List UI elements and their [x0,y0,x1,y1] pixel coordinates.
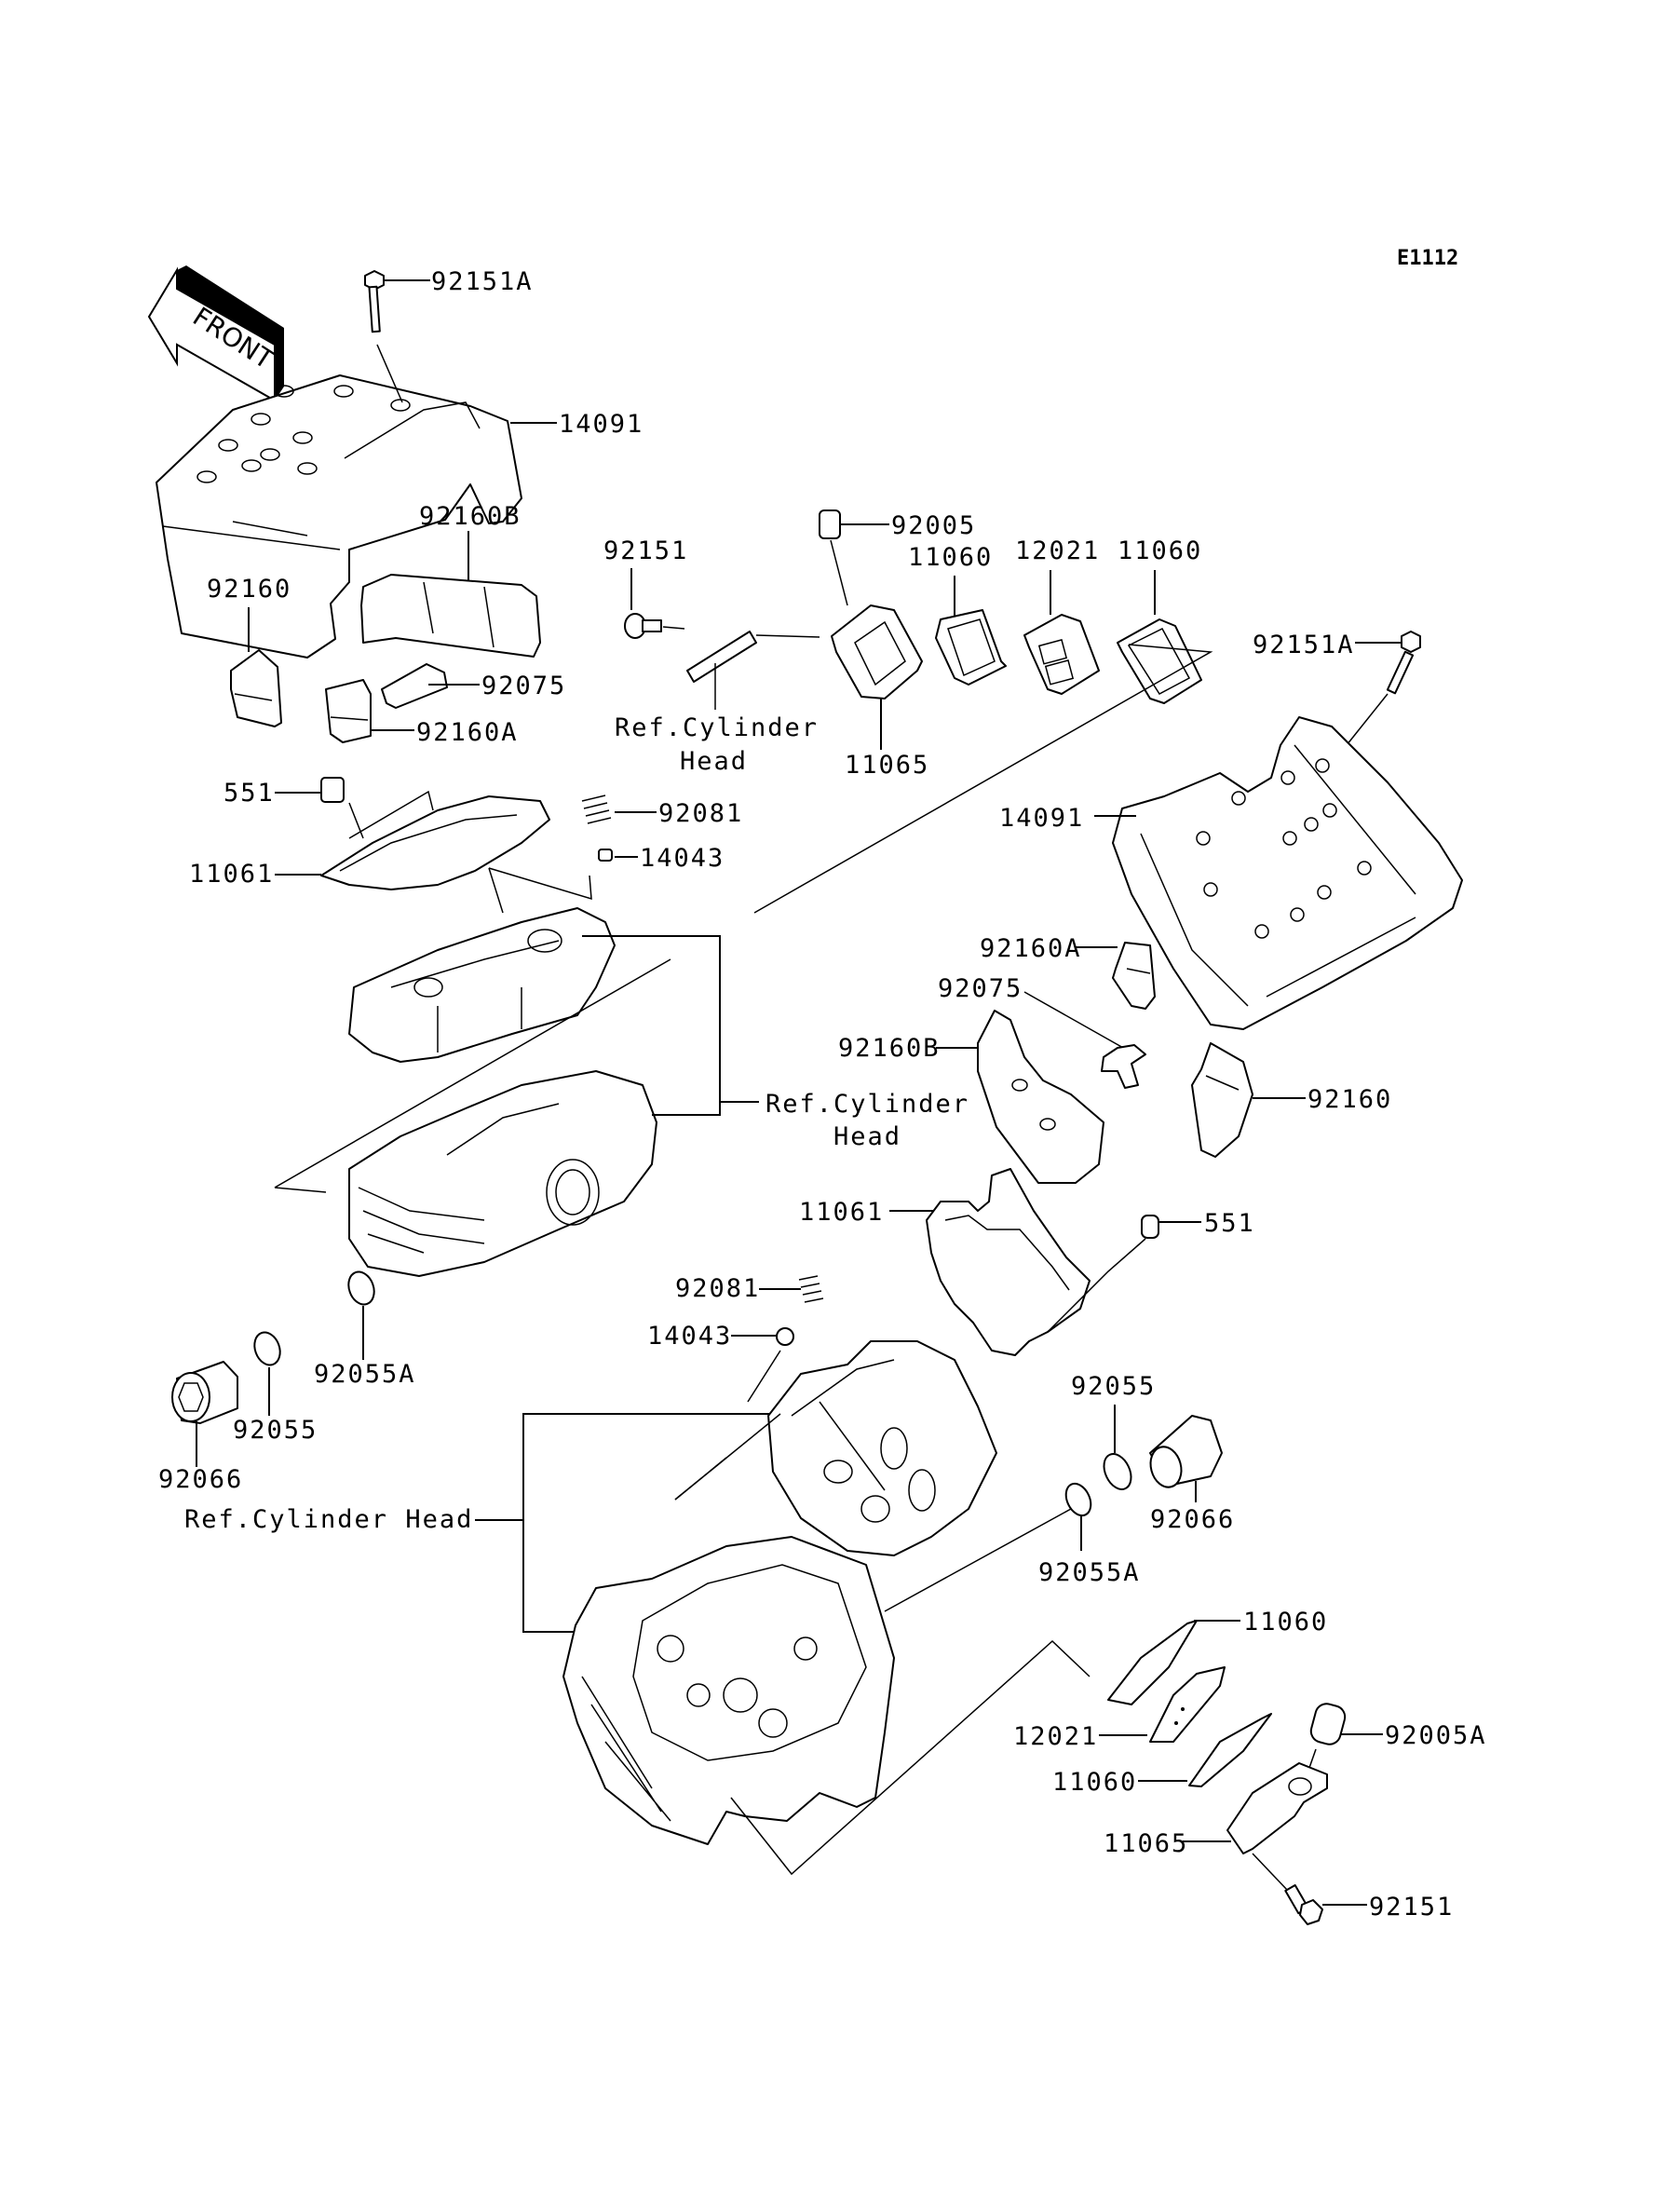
callout-92151A: 92151A [431,267,534,296]
callout-12021: 12021 [1015,536,1100,565]
callout-92160A: 92160A [416,718,519,747]
part-12021-lower[interactable] [1149,1666,1226,1743]
part-92055A-left[interactable] [345,1269,379,1309]
callout-92151A-right: 92151A [1253,631,1355,659]
part-92151-upper[interactable] [624,613,662,639]
callout-11060-lower-b: 11060 [1052,1768,1137,1797]
cylinder-head-cover-right [767,1340,997,1556]
ref-pipe-upper [686,631,757,683]
part-11060-upper-b[interactable] [1117,618,1202,704]
front-arrow-icon: FRONT [147,265,284,402]
part-92160A-right[interactable] [1112,942,1156,1010]
callout-92160B-right: 92160B [838,1034,941,1063]
part-551-right[interactable] [1141,1215,1159,1239]
callout-14043: 14043 [640,844,725,873]
callout-551-right: 551 [1204,1209,1255,1238]
callout-11060-b: 11060 [1118,536,1202,565]
callout-12021-lower: 12021 [1013,1722,1098,1751]
part-12021-upper[interactable] [1023,614,1100,695]
callout-92055A-right: 92055A [1038,1558,1141,1587]
part-14091-upper[interactable] [156,374,522,659]
callout-92005: 92005 [891,511,976,540]
callout-92075: 92075 [481,672,566,700]
part-92066-right[interactable] [1146,1415,1223,1490]
callout-11060-a: 11060 [908,543,993,572]
part-11065-lower[interactable] [1226,1762,1328,1854]
part-92160-upper[interactable] [230,649,282,727]
part-92055-right[interactable] [1099,1449,1136,1493]
callout-92160A-right: 92160A [980,934,1082,963]
bolt-92151A-upper[interactable] [364,270,403,403]
part-14043-upper[interactable] [598,849,613,862]
callout-92055-left: 92055 [233,1416,318,1445]
callout-11065-upper: 11065 [845,751,929,780]
part-551-upper[interactable] [320,777,345,803]
callout-92160B: 92160B [419,502,522,531]
cylinder-head-lower [562,1536,895,1845]
callout-11061-right: 11061 [799,1198,884,1227]
part-92075-right[interactable] [1101,1044,1146,1089]
callout-92081-right: 92081 [675,1274,760,1303]
ref-cylinder-head-middle-line2: Head [833,1122,901,1151]
callout-92005A: 92005A [1385,1721,1487,1750]
part-92160A-upper[interactable] [325,679,372,743]
part-92081-upper[interactable] [581,794,612,824]
part-14091-right[interactable] [1112,716,1463,1030]
part-92066-left[interactable] [171,1361,238,1424]
ref-cylinder-head-middle-line1: Ref.Cylinder [765,1090,969,1119]
part-92160B-upper[interactable] [360,574,541,658]
callout-11061: 11061 [189,860,274,889]
bolt-92151A-right[interactable] [1331,631,1421,765]
part-92160B-right[interactable] [977,1010,1104,1184]
part-92081-right[interactable] [798,1275,824,1303]
callout-92055-right: 92055 [1071,1372,1156,1401]
part-92005-upper[interactable] [819,509,841,539]
part-11060-upper-a[interactable] [935,609,1007,686]
callout-14091-right: 14091 [999,804,1084,833]
callout-92066-left: 92066 [158,1465,243,1494]
callout-92160: 92160 [207,575,291,604]
callout-92151: 92151 [603,536,688,565]
cylinder-head-cover-upper [348,907,616,1063]
part-92055A-right[interactable] [1062,1480,1096,1520]
part-92005A[interactable] [1308,1702,1348,1747]
diagram-code: E1112 [1397,247,1458,270]
callout-14043-right: 14043 [647,1322,732,1351]
part-92055-left[interactable] [251,1329,285,1369]
callout-92081: 92081 [658,799,743,828]
callout-14091: 14091 [559,410,644,439]
callout-92055A: 92055A [314,1360,416,1389]
callout-92066-right: 92066 [1150,1505,1235,1534]
callout-92075-right: 92075 [938,974,1023,1003]
part-11061-upper[interactable] [320,795,550,890]
part-92160-right[interactable] [1191,1042,1253,1158]
part-11061-right[interactable] [926,1168,1091,1356]
part-11065-upper[interactable] [831,604,923,699]
callout-92160-right: 92160 [1307,1085,1392,1114]
part-11060-lower-b[interactable] [1188,1713,1272,1787]
part-92075-upper[interactable] [381,663,448,709]
ref-cylinder-head-upper-line1: Ref.Cylinder [615,713,819,742]
callout-551: 551 [224,779,275,808]
callout-11065-lower: 11065 [1104,1829,1188,1858]
ref-cylinder-head-upper-line2: Head [680,747,748,776]
callout-92151-lower: 92151 [1369,1893,1454,1922]
cylinder-head-upper [348,1070,657,1277]
part-92151-lower[interactable] [1284,1884,1323,1925]
part-14043-right[interactable] [776,1327,794,1346]
ref-cylinder-head-lower: Ref.Cylinder Head [184,1505,473,1534]
callout-11060-lower-a: 11060 [1243,1608,1328,1636]
